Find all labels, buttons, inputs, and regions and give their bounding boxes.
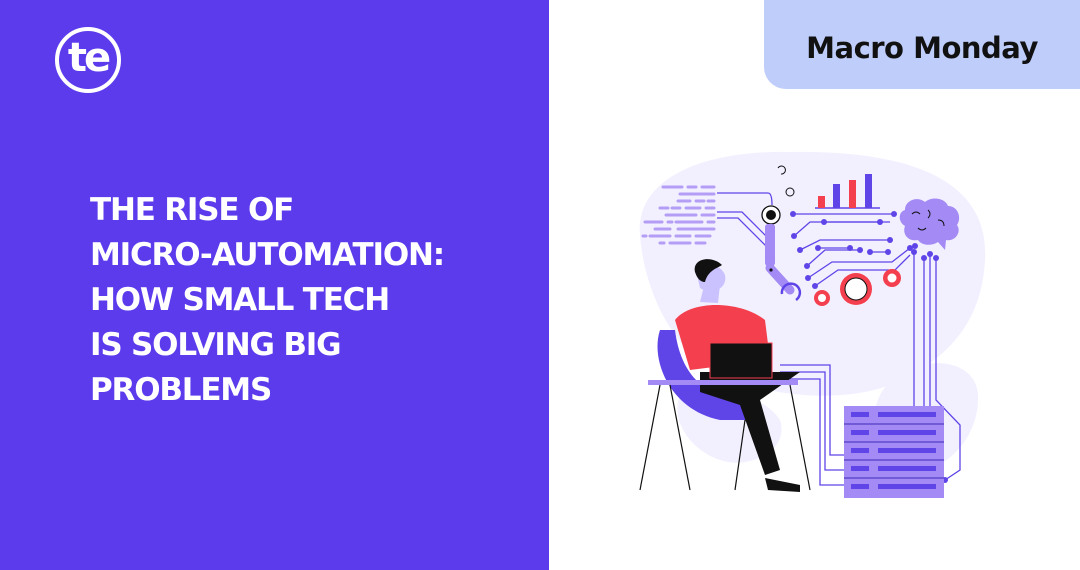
gears-icon xyxy=(814,269,901,306)
left-panel: te THE RISE OF MICRO-AUTOMATION: HOW SMA… xyxy=(0,0,549,570)
headline-line: IS SOLVING BIG xyxy=(90,327,342,363)
series-badge: Macro Monday xyxy=(764,0,1080,89)
brand-logo[interactable]: te xyxy=(55,27,121,93)
headline-line: HOW SMALL TECH xyxy=(90,282,390,318)
headline: THE RISE OF MICRO-AUTOMATION: HOW SMALL … xyxy=(90,188,445,413)
person-with-laptop xyxy=(639,259,811,492)
bar-chart-icon xyxy=(815,174,880,209)
headline-line: MICRO-AUTOMATION: xyxy=(90,237,445,273)
code-lines-icon xyxy=(641,185,716,245)
headline-line: THE RISE OF xyxy=(90,192,294,228)
logo-text: te xyxy=(67,35,111,81)
badge-label: Macro Monday xyxy=(806,30,1038,65)
automation-illustration xyxy=(639,151,986,498)
headline-line: PROBLEMS xyxy=(90,372,272,408)
server-rack-icon xyxy=(844,406,944,498)
brain-icon xyxy=(899,198,960,250)
robot-arm-icon xyxy=(761,205,802,302)
